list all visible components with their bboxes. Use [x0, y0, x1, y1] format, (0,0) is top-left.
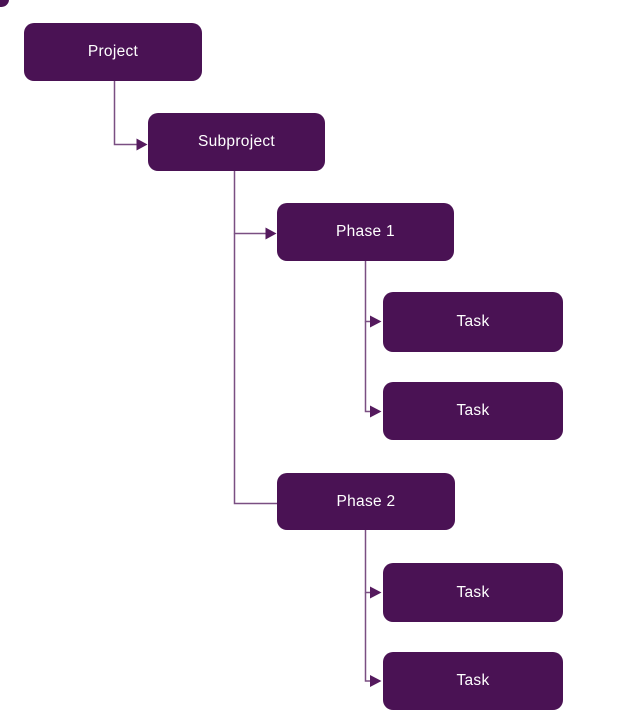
arrowhead-icon: [370, 675, 382, 687]
edge-phase2-task1: [364, 530, 382, 599]
node-label: Subproject: [197, 133, 276, 151]
node-label: Phase 2: [336, 492, 396, 510]
node-phase-1: Phase 1: [277, 203, 454, 261]
arrowhead-icon: [136, 138, 148, 151]
node-phase-1-task-1: Task: [383, 292, 563, 352]
edge-phase2-task2: [364, 592, 382, 687]
node-phase-1-task-2: Task: [383, 382, 563, 440]
node-project: Project: [24, 23, 202, 81]
node-label: Task: [456, 583, 490, 601]
edge-phase1-task2: [364, 321, 382, 418]
node-label: Phase 1: [336, 223, 395, 241]
arrowhead-icon: [370, 586, 382, 599]
arrowhead-icon: [370, 405, 382, 418]
edge-subproject-phase1: [233, 171, 277, 240]
node-subproject: Subproject: [148, 113, 325, 171]
node-phase-2-task-2: Task: [383, 652, 563, 710]
node-label: Task: [456, 672, 490, 690]
node-label: Task: [456, 313, 490, 331]
cropped-node-fragment: [0, 0, 9, 7]
edge-subproject-phase2: [233, 233, 278, 505]
edge-phase1-task1: [364, 261, 382, 328]
node-phase-2: Phase 2: [277, 473, 455, 530]
edge-project-subproject: [113, 81, 148, 151]
node-label: Task: [456, 402, 490, 420]
node-phase-2-task-1: Task: [383, 563, 563, 622]
arrowhead-icon: [265, 227, 277, 240]
node-label: Project: [87, 43, 139, 61]
arrowhead-icon: [370, 315, 382, 328]
